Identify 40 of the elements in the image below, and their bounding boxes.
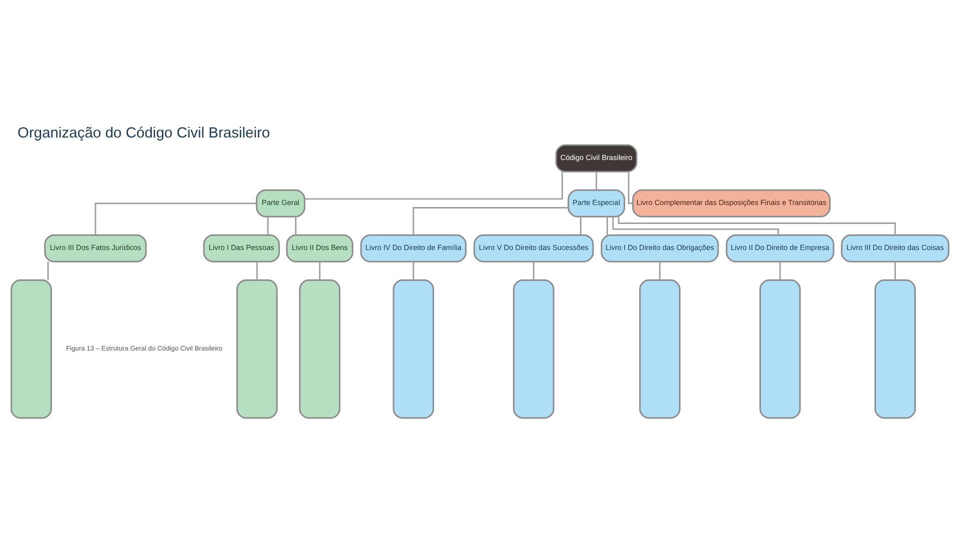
connector — [412, 261, 414, 280]
node-box — [759, 278, 801, 418]
connector — [580, 216, 582, 234]
connector — [532, 261, 534, 280]
node-box: Livro V Do Direito das Sucessões — [474, 234, 594, 262]
connector — [596, 171, 598, 190]
connector — [628, 171, 633, 204]
node-box: Parte Especial — [568, 188, 626, 217]
node-box: Livro III Do Direito das Coisas — [840, 234, 950, 262]
node-box: Livro II Dos Bens — [286, 234, 354, 262]
connector — [304, 171, 563, 200]
node-box: Livro Complementar das Disposições Finais e Transitórias — [632, 188, 831, 217]
node-box — [513, 278, 554, 418]
node-box: Livro I Das Pessoas — [203, 234, 280, 262]
node-box: Código Civil Brasileiro — [555, 144, 638, 172]
connector — [267, 216, 269, 234]
connector — [612, 216, 779, 235]
node-box — [874, 278, 916, 418]
connector — [256, 261, 258, 280]
node-box: Livro IV Do Direito de Família — [360, 234, 467, 262]
node-box — [639, 278, 680, 418]
node-box — [236, 278, 278, 418]
connector — [894, 261, 896, 280]
diagram-title: Organização do Código Civil Brasileiro — [18, 125, 270, 142]
node-box — [10, 278, 52, 418]
connector — [618, 216, 896, 234]
connector — [779, 261, 781, 280]
connector — [659, 261, 661, 280]
connector — [318, 261, 320, 280]
node-box: Livro I Do Direito das Obrigações — [600, 234, 719, 262]
connector — [94, 202, 257, 234]
connector — [412, 206, 568, 235]
node-box: Livro III Dos Fatos Jurídicos — [44, 234, 147, 262]
node-box: Parte Geral — [256, 188, 306, 217]
node-box — [392, 278, 434, 418]
node-box — [299, 278, 340, 418]
connector — [606, 216, 608, 234]
connector — [47, 261, 49, 280]
node-box: Livro II Do Direito de Empresa — [726, 234, 834, 262]
connector — [295, 216, 296, 234]
